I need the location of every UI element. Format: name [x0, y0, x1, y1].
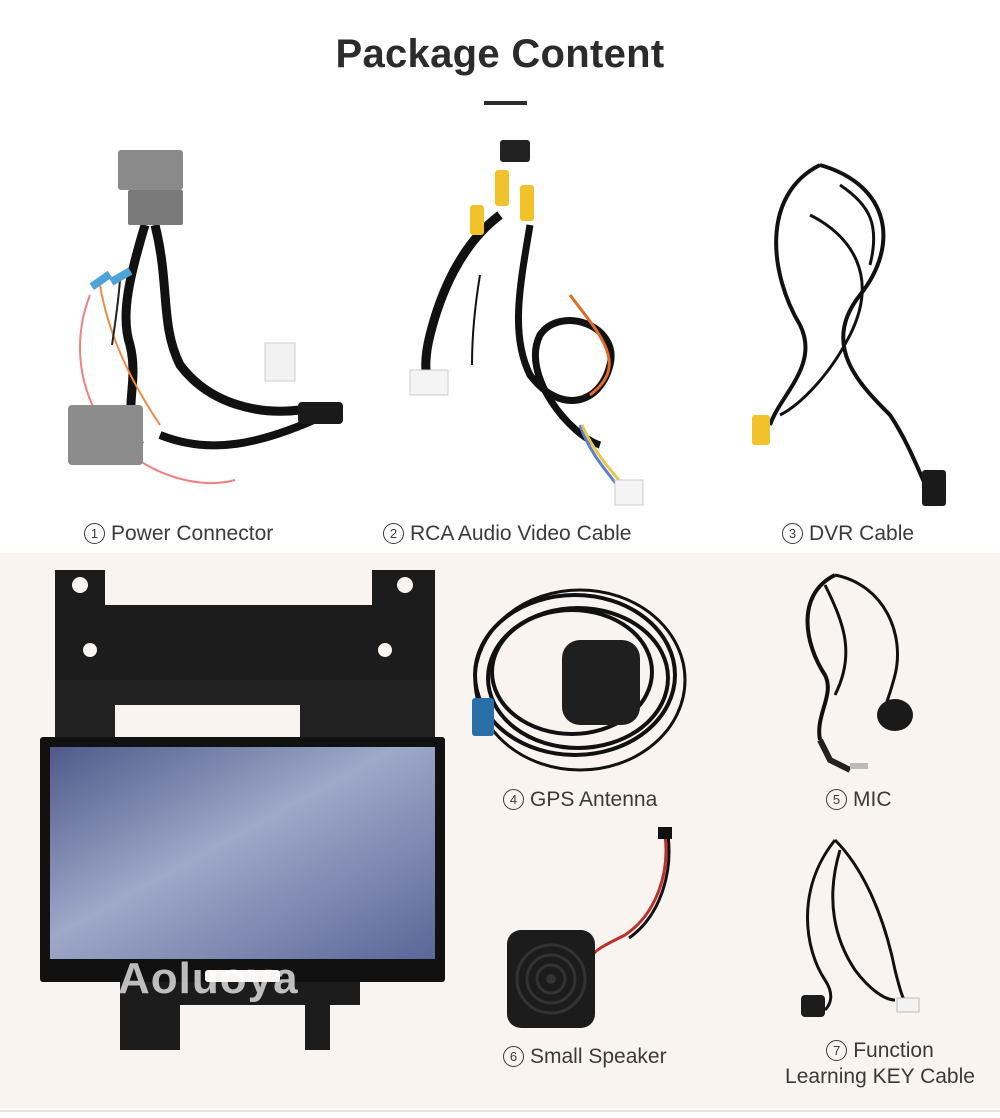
title-underline [484, 101, 527, 105]
key-cable-image [795, 830, 930, 1025]
gps-antenna-image [460, 580, 700, 780]
item-number-badge: 4 [503, 789, 524, 810]
bottom-divider [0, 1110, 1000, 1112]
item-number-badge: 7 [826, 1040, 848, 1061]
watermark-text: Aoluoya [118, 954, 299, 1003]
rca-cable-image [400, 135, 660, 515]
item-number-badge: 3 [782, 523, 803, 544]
speaker-image [505, 825, 685, 1035]
microphone-image [795, 565, 920, 775]
item-number-badge: 1 [84, 523, 105, 544]
page-title: Package Content [335, 32, 665, 76]
dvr-cable-image [740, 155, 960, 515]
item-number-badge: 2 [383, 523, 404, 544]
item-number-badge: 6 [503, 1046, 524, 1067]
item-number-badge: 5 [826, 789, 847, 810]
power-connector-image [60, 145, 350, 510]
head-unit-image [40, 565, 445, 1055]
